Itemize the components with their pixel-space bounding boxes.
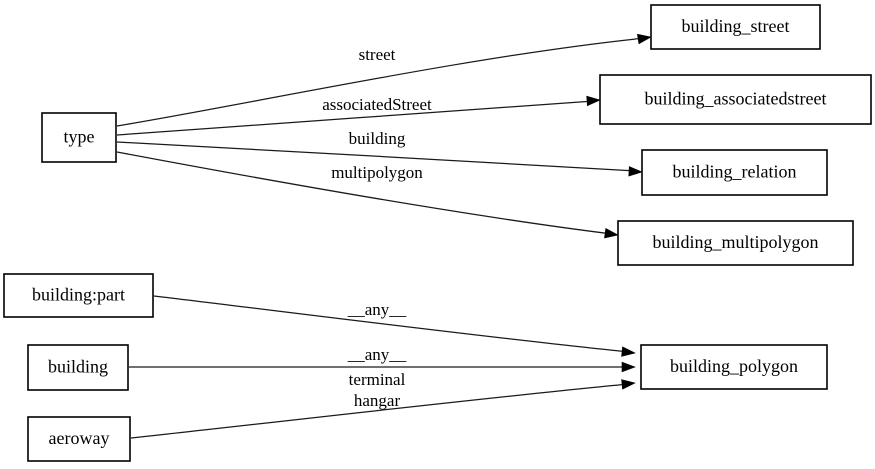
edge-line xyxy=(116,37,646,127)
node-building_multipolygon[interactable]: building_multipolygon xyxy=(617,220,854,266)
node-box[interactable] xyxy=(599,74,872,125)
edge-line xyxy=(153,295,630,353)
edge-building-any: __any__ xyxy=(129,345,636,373)
node-label: building_associatedstreet xyxy=(645,89,827,109)
edge-line xyxy=(116,100,595,136)
edge-label: __any__ xyxy=(347,345,407,364)
edge-line xyxy=(130,383,630,439)
edge-type-multipolygon: multipolygon xyxy=(116,151,619,239)
node-building_polygon[interactable]: building_polygon xyxy=(640,344,828,390)
arrowhead-icon xyxy=(604,227,619,239)
nodes-layer: type building_street building_associatedst… xyxy=(3,4,872,462)
node-box[interactable] xyxy=(27,344,129,391)
node-box[interactable] xyxy=(640,344,828,390)
arrowhead-icon xyxy=(586,95,601,107)
node-building_relation[interactable]: building_relation xyxy=(641,149,828,196)
node-label: type xyxy=(64,127,95,147)
arrowhead-icon xyxy=(621,361,636,373)
node-label: building_polygon xyxy=(670,356,798,376)
node-box[interactable] xyxy=(650,4,821,50)
edge-type-building: building xyxy=(116,129,643,177)
node-type[interactable]: type xyxy=(41,112,117,163)
node-label: building_multipolygon xyxy=(652,232,818,252)
node-label: building xyxy=(48,357,108,377)
edges-layer: street associatedStreet building multipolyg… xyxy=(116,33,652,439)
node-aeroway[interactable]: aeroway xyxy=(27,416,131,462)
edge-label-second-line: hangar xyxy=(354,391,401,410)
node-label: building:part xyxy=(32,285,125,305)
edge-part-any: __any__ xyxy=(153,295,636,357)
edge-label: associatedStreet xyxy=(322,95,432,114)
node-box[interactable] xyxy=(27,416,131,462)
node-box[interactable] xyxy=(41,112,117,163)
edge-type-associatedstreet: associatedStreet xyxy=(116,95,601,136)
arrowhead-icon xyxy=(637,33,652,45)
edge-label: multipolygon xyxy=(331,163,423,182)
edge-label: building xyxy=(349,129,406,148)
node-label: aeroway xyxy=(49,428,110,448)
arrowhead-icon xyxy=(621,346,636,357)
node-label: building_street xyxy=(682,16,790,36)
edge-label: street xyxy=(359,45,396,64)
edge-type-street: street xyxy=(116,33,652,127)
node-building[interactable]: building xyxy=(27,344,129,391)
node-label: building_relation xyxy=(673,162,797,182)
edge-label: terminal xyxy=(349,370,406,389)
edge-line xyxy=(116,141,637,172)
node-building_part[interactable]: building:part xyxy=(3,273,154,318)
arrowhead-icon xyxy=(621,379,636,390)
edge-label: __any__ xyxy=(347,300,407,319)
node-box[interactable] xyxy=(3,273,154,318)
node-box[interactable] xyxy=(617,220,854,266)
arrowhead-icon xyxy=(628,166,643,177)
node-building_associatedstreet[interactable]: building_associatedstreet xyxy=(599,74,872,125)
edge-line xyxy=(116,151,613,235)
edge-aeroway-terminal: terminal hangar xyxy=(130,370,636,439)
node-box[interactable] xyxy=(641,149,828,196)
node-building_street[interactable]: building_street xyxy=(650,4,821,50)
